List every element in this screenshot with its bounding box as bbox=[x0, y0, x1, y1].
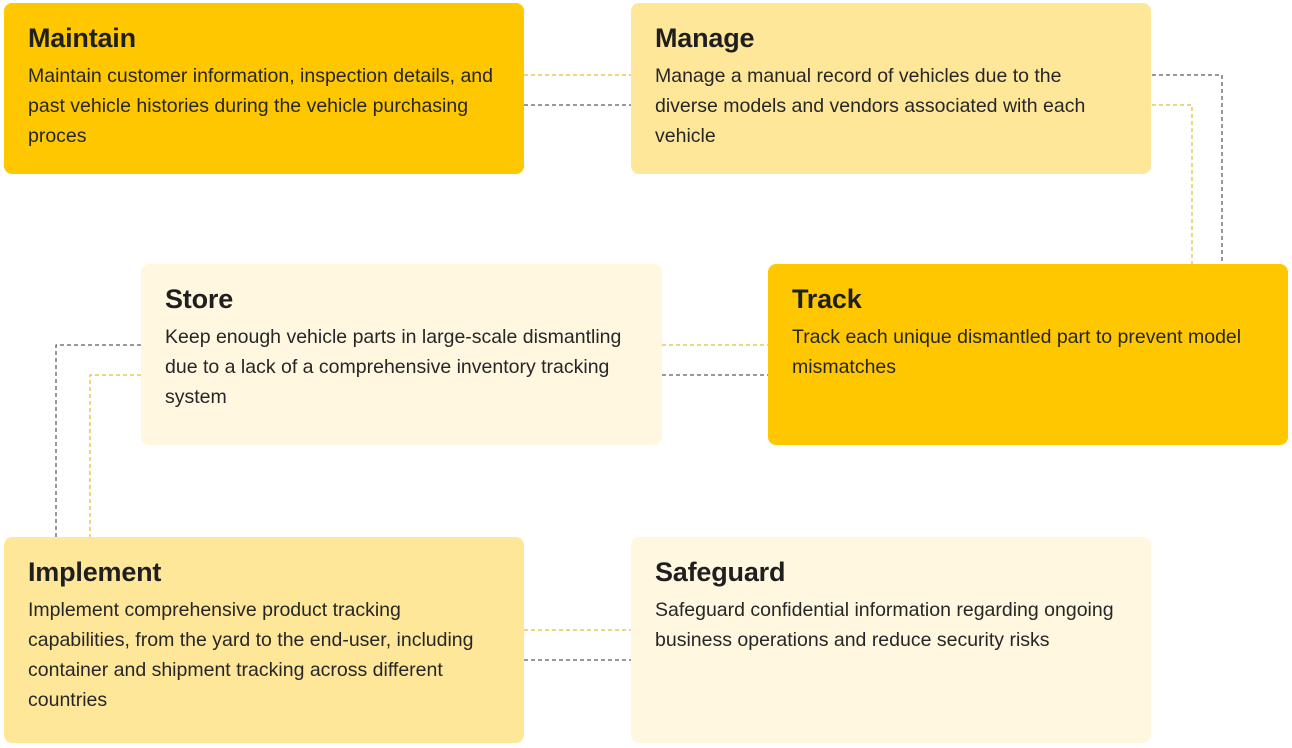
card-track: Track Track each unique dismantled part … bbox=[768, 264, 1288, 445]
card-store: Store Keep enough vehicle parts in large… bbox=[141, 264, 662, 445]
card-maintain-title: Maintain bbox=[28, 23, 136, 53]
card-maintain-text: Maintain customer information, inspectio… bbox=[28, 65, 493, 147]
card-safeguard-text: Safeguard confidential information regar… bbox=[655, 599, 1114, 651]
card-manage: Manage Manage a manual record of vehicle… bbox=[631, 3, 1151, 174]
card-manage-title: Manage bbox=[655, 23, 755, 53]
card-implement-text: Implement comprehensive product tracking… bbox=[28, 599, 474, 711]
connector-store-implement-outer bbox=[55, 344, 141, 537]
card-manage-text: Manage a manual record of vehicles due t… bbox=[655, 65, 1086, 147]
card-safeguard: Safeguard Safeguard confidential informa… bbox=[631, 537, 1151, 743]
connector-store-implement-inner bbox=[89, 374, 141, 537]
card-safeguard-title: Safeguard bbox=[655, 557, 786, 587]
card-maintain: Maintain Maintain customer information, … bbox=[4, 3, 524, 174]
connector-manage-track-inner bbox=[1152, 104, 1193, 264]
card-implement: Implement Implement comprehensive produc… bbox=[4, 537, 524, 743]
card-store-title: Store bbox=[165, 284, 234, 314]
card-store-text: Keep enough vehicle parts in large-scale… bbox=[165, 326, 622, 408]
connector-manage-track-outer bbox=[1152, 74, 1223, 264]
card-implement-title: Implement bbox=[28, 557, 162, 587]
card-track-text: Track each unique dismantled part to pre… bbox=[792, 326, 1242, 378]
card-track-title: Track bbox=[792, 284, 862, 314]
